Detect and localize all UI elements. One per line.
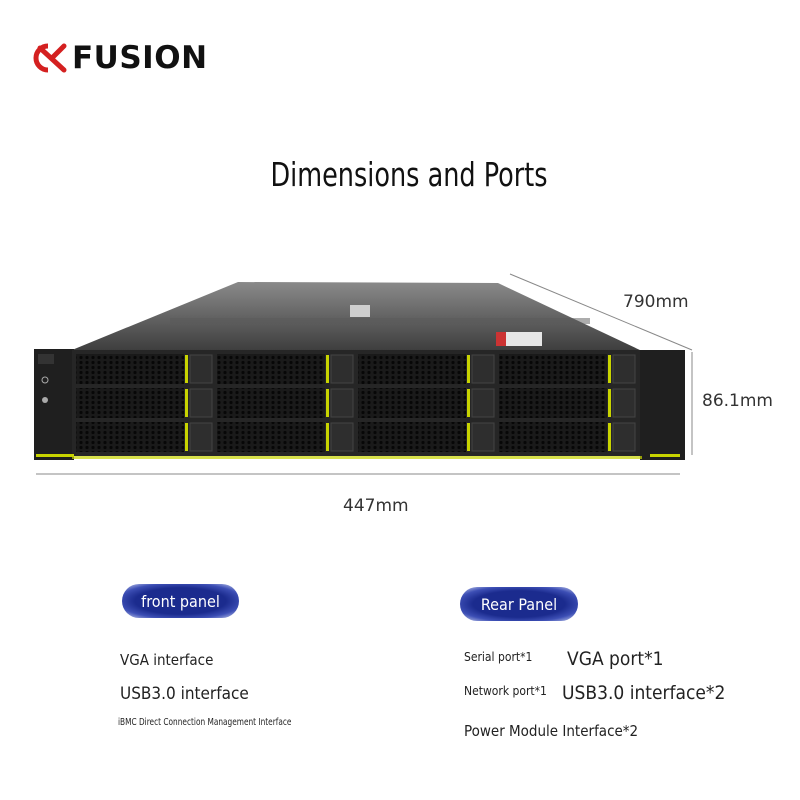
drive-bay-grille <box>76 422 184 452</box>
drive-bay-grille <box>76 354 184 384</box>
front-vga: VGA interface <box>120 651 214 669</box>
rear-vga: VGA port*1 <box>567 648 664 670</box>
drive-bay-handle <box>612 388 636 418</box>
drive-bay-latch <box>326 389 329 417</box>
drive-bay-grille <box>499 422 607 452</box>
front-panel-badge: front panel <box>122 584 239 618</box>
drive-bay-latch <box>608 355 611 383</box>
page-title: Dimensions and Ports <box>270 155 548 194</box>
front-panel-label: front panel <box>141 591 220 611</box>
drive-bay-handle <box>471 388 495 418</box>
drive-bay-grille <box>499 354 607 384</box>
xfusion-logo-icon <box>33 43 67 73</box>
drive-bay-latch <box>326 355 329 383</box>
front-usb: USB3.0 interface <box>120 684 249 704</box>
drive-bay-grille <box>358 422 466 452</box>
drive-bay-latch <box>185 355 188 383</box>
drive-bay-grille <box>217 388 325 418</box>
drive-bay-grille <box>76 388 184 418</box>
drive-bay-grille <box>217 354 325 384</box>
drive-bay-grille <box>358 354 466 384</box>
drive-bay-handle <box>612 422 636 452</box>
rear-panel-label: Rear Panel <box>480 594 558 614</box>
front-ibmc: iBMC Direct Connection Management Interf… <box>118 717 292 728</box>
width-label: 447mm <box>343 496 409 516</box>
drive-bay-handle <box>612 354 636 384</box>
rear-power: Power Module Interface*2 <box>464 722 639 740</box>
drive-bay-grille <box>217 422 325 452</box>
rear-usb: USB3.0 interface*2 <box>562 682 726 704</box>
drive-bay-latch <box>185 423 188 451</box>
brand-logo: FUSION <box>26 38 208 78</box>
drive-bay-latch <box>185 389 188 417</box>
drive-bay-handle <box>471 422 495 452</box>
drive-bay-grille <box>499 388 607 418</box>
depth-label: 790mm <box>623 292 689 312</box>
drive-bay-handle <box>189 422 213 452</box>
drive-bay-handle <box>471 354 495 384</box>
rear-network: Network port*1 <box>464 684 547 698</box>
drive-bay-handle <box>330 422 354 452</box>
drive-bay-latch <box>467 355 470 383</box>
drive-bay-latch <box>467 423 470 451</box>
drive-bay-latch <box>608 423 611 451</box>
drive-bay-handle <box>330 354 354 384</box>
drive-bay-latch <box>608 389 611 417</box>
drive-bay-grille <box>358 388 466 418</box>
drive-bay-handle <box>330 388 354 418</box>
drive-bay-handle <box>189 388 213 418</box>
height-label: 86.1mm <box>702 391 773 411</box>
drive-bay-latch <box>326 423 329 451</box>
drive-bay-latch <box>467 389 470 417</box>
rear-serial: Serial port*1 <box>464 650 533 664</box>
drive-bay-handle <box>189 354 213 384</box>
brand-name: FUSION <box>72 40 208 76</box>
rear-panel-badge: Rear Panel <box>460 587 578 621</box>
